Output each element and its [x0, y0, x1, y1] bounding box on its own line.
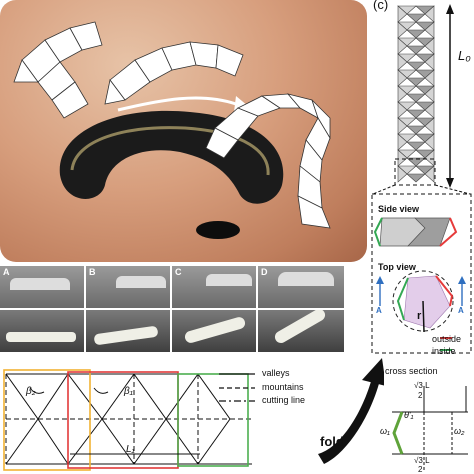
theta-label: θ'₁ [404, 410, 414, 420]
strip-frame-d-top: D [258, 266, 344, 308]
stack-facet [424, 69, 435, 87]
leech-sucker [196, 221, 240, 239]
leech-photo [0, 0, 367, 262]
stack-facet [424, 101, 435, 119]
stack-facet [397, 21, 408, 39]
strip-frame-a-top: A [0, 266, 84, 308]
stack-facet [406, 109, 426, 119]
leech-origami-illustration [13, 21, 331, 239]
stack-facet [397, 149, 408, 167]
fold-arrow [318, 358, 384, 464]
stack-facet [397, 133, 408, 151]
stack-facet [397, 53, 408, 71]
stack-facet [424, 21, 435, 39]
stack-facet [397, 37, 408, 55]
origami-stack-modules [397, 5, 435, 183]
motion-arrow [117, 96, 237, 112]
stack-facet [397, 117, 408, 135]
length-arrow [446, 4, 454, 188]
beta2-label: β₂ [26, 386, 36, 397]
experiment-image-strip: A B C D [0, 266, 345, 352]
callout-box [371, 158, 472, 354]
top-dimension-denominator: 2 [418, 391, 423, 400]
stack-facet [424, 117, 435, 135]
origami-chain-right [205, 93, 331, 229]
strip-label-c: C [175, 267, 182, 277]
stack-facet [406, 13, 426, 23]
length-l1-label: L₁ [126, 444, 135, 455]
stack-facet [397, 5, 408, 23]
strip-label-d: D [261, 267, 268, 277]
legend-mountains: mountains [262, 382, 304, 392]
legend-cutting-line: cutting line [262, 395, 306, 405]
legend-lines [219, 373, 255, 402]
origami-stack [397, 5, 435, 183]
origami-chain-top [13, 21, 103, 119]
strip-frame-a-bottom [0, 310, 84, 352]
cross-section-diagram [392, 386, 468, 470]
stack-facet [424, 5, 435, 23]
top-dimension: √3 L [414, 381, 430, 390]
length-label: L₀ [458, 48, 471, 63]
fold-label: fold [320, 434, 344, 449]
arrow-a-right-label: A [458, 306, 464, 315]
strip-frame-b-bottom [86, 310, 170, 352]
side-view-label: Side view [378, 204, 420, 214]
legend-valleys: valleys [262, 368, 290, 378]
top-view-label: Top view [378, 262, 416, 272]
panel-c-label: (c) [373, 0, 389, 12]
radius-label: r [417, 310, 422, 322]
omega1-label: ω₁ [380, 426, 390, 436]
stack-facet [406, 173, 426, 183]
stack-facet [406, 45, 426, 55]
cross-section-title: cross section [385, 366, 438, 376]
strip-frame-d-bottom [258, 310, 344, 352]
stack-facet [397, 165, 408, 183]
stack-facet [397, 69, 408, 87]
stack-facet [406, 61, 426, 71]
stack-facet [424, 53, 435, 71]
stack-facet [406, 157, 426, 167]
omega2-label: ω₂ [454, 426, 465, 436]
strip-frame-c-bottom [172, 310, 256, 352]
beta1-label: β₁ [124, 386, 133, 397]
strip-frame-b-top: B [86, 266, 170, 308]
outside-label: outside [432, 334, 462, 344]
crease-pattern [3, 369, 252, 471]
strip-label-b: B [89, 267, 96, 277]
stack-facet [406, 77, 426, 87]
stack-facet [406, 29, 426, 39]
strip-frame-c-top: C [172, 266, 256, 308]
stack-facet [406, 141, 426, 151]
bottom-dimension-denominator: 2 [418, 465, 423, 474]
stack-facet [406, 125, 426, 135]
strip-label-a: A [3, 267, 10, 277]
stack-facet [424, 165, 435, 183]
stack-facet [424, 133, 435, 151]
arrow-a-left-label: A [376, 306, 382, 315]
bottom-dimension: √3 L [414, 456, 430, 465]
stack-facet [397, 101, 408, 119]
leech-stripe [70, 126, 270, 176]
stack-facet [397, 85, 408, 103]
stack-facet [406, 93, 426, 103]
stack-facet [424, 149, 435, 167]
origami-chain-middle [104, 41, 244, 105]
inside-label: inside [432, 346, 456, 356]
stack-facet [424, 37, 435, 55]
stack-facet [424, 85, 435, 103]
